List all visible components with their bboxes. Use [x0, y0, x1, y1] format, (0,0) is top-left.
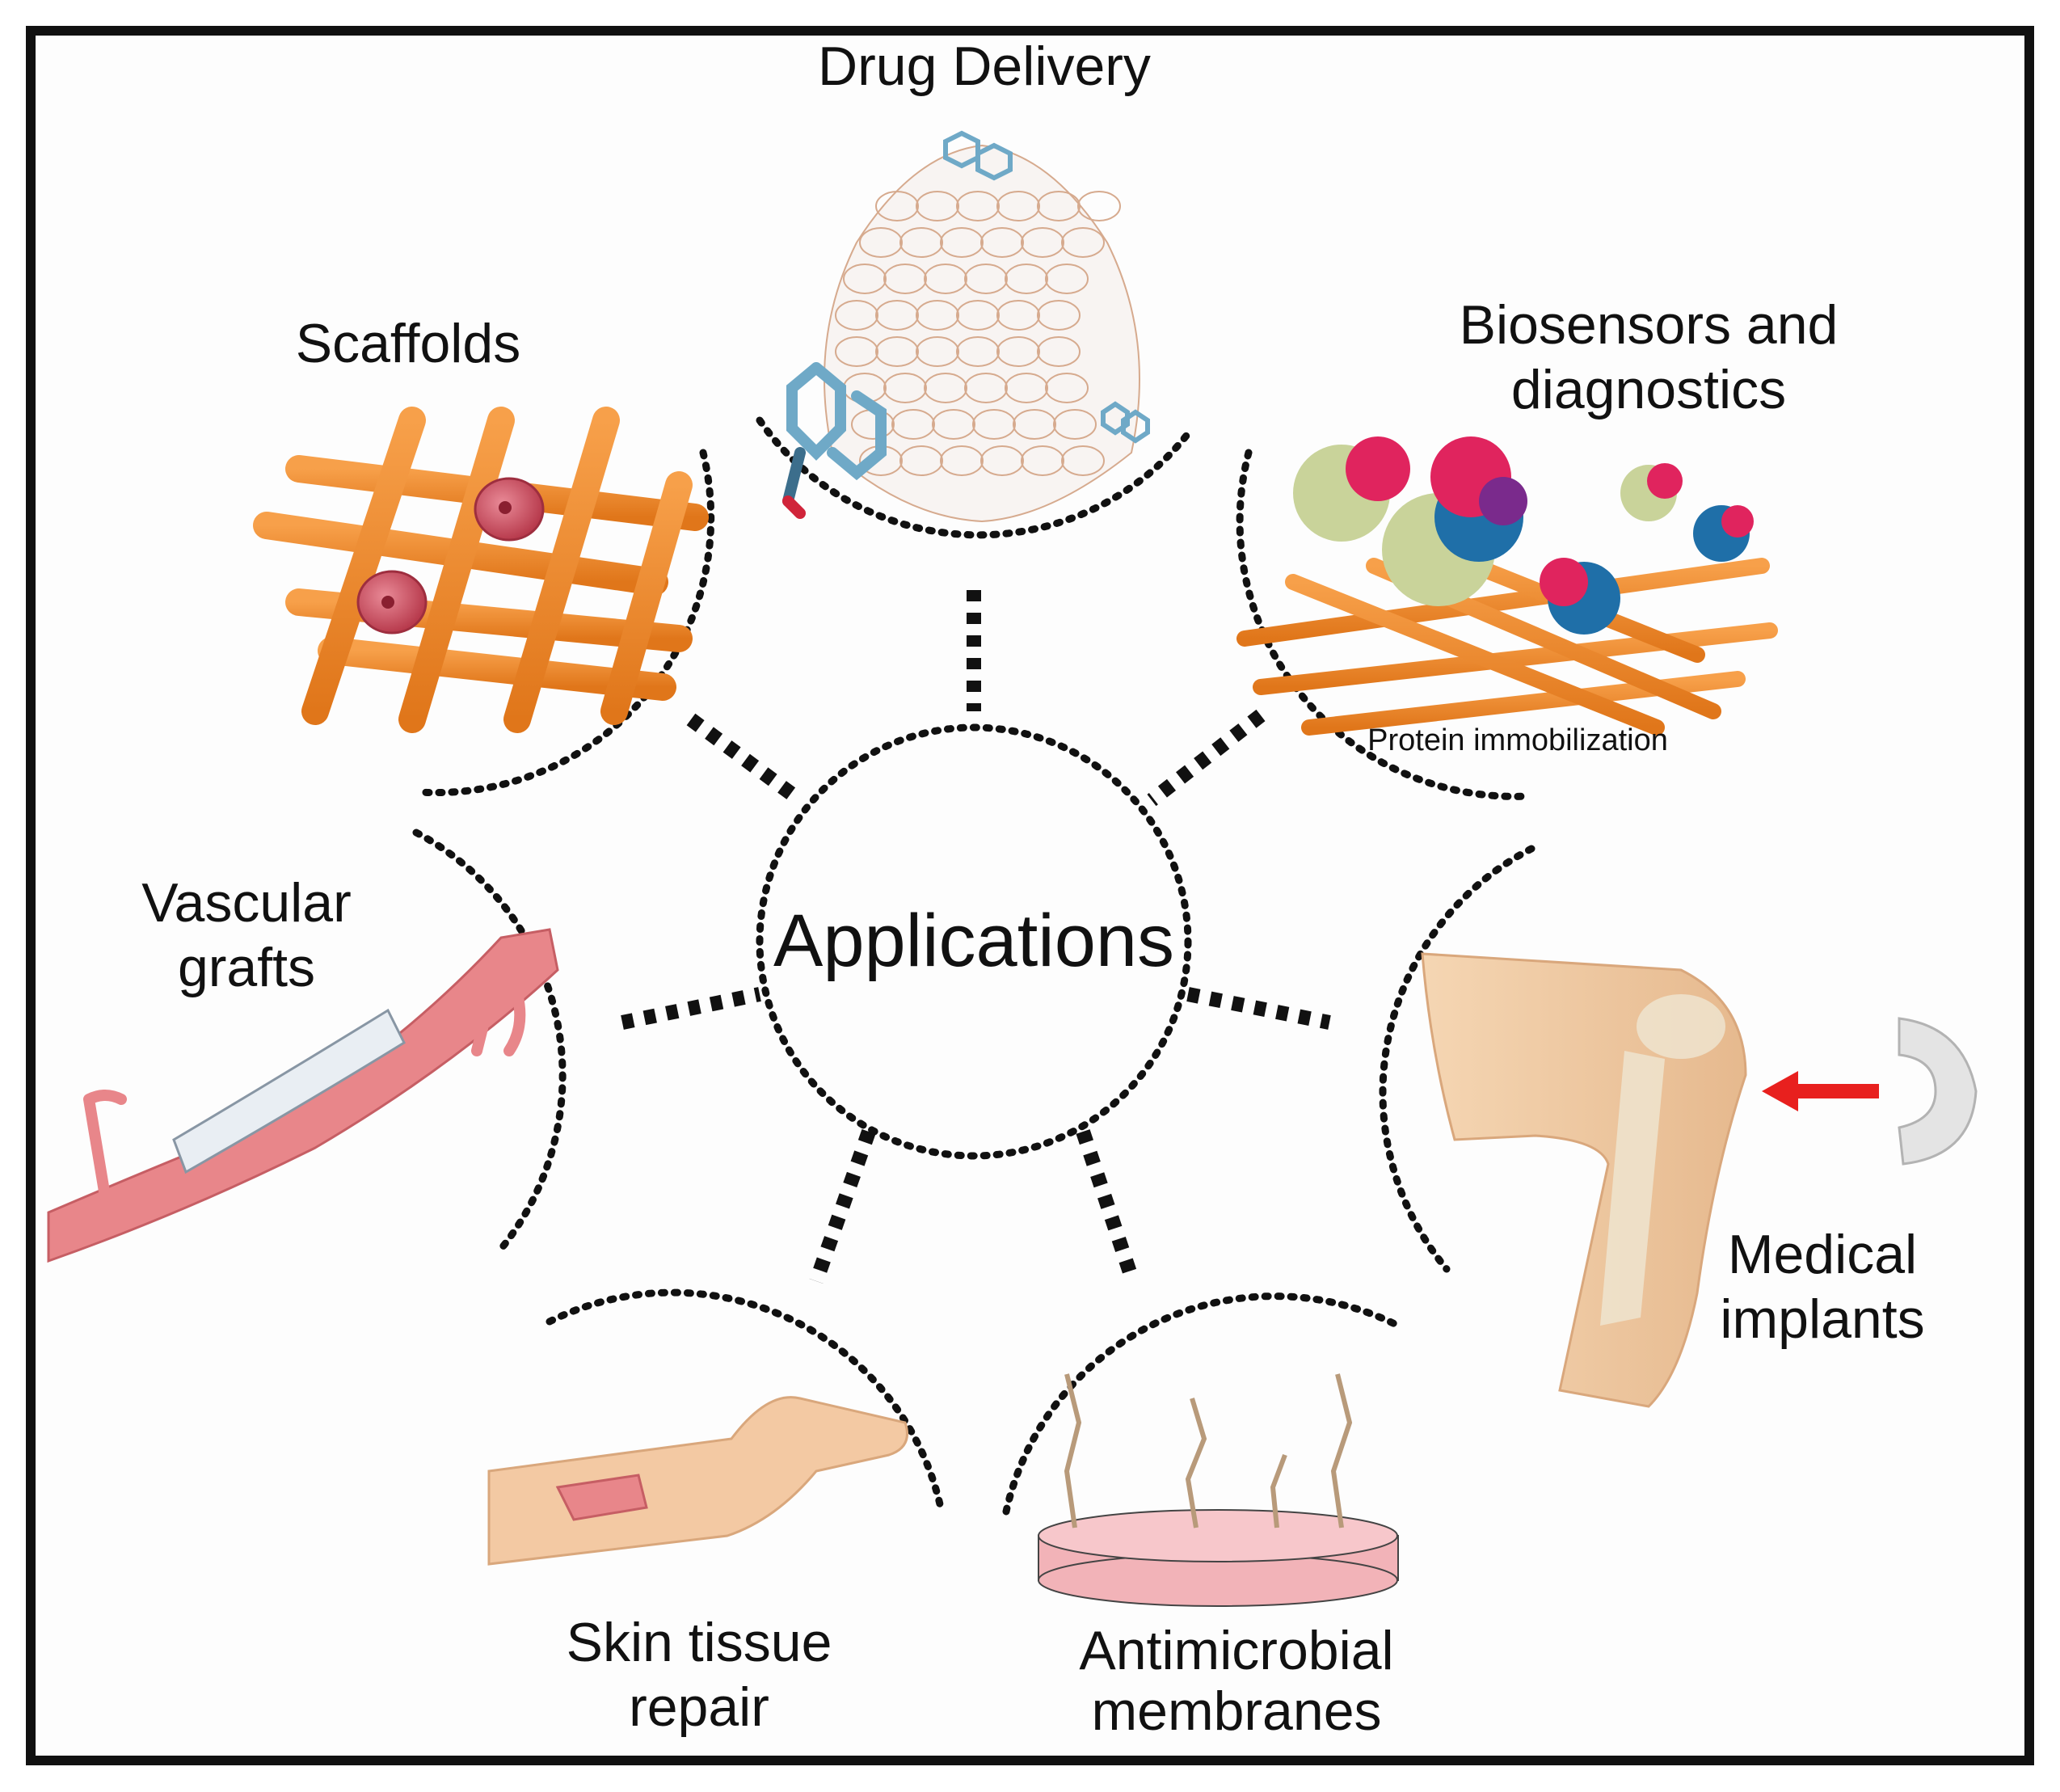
drug-molecule-icon — [782, 362, 887, 519]
node-vascular: Vascular grafts — [47, 829, 567, 1263]
biosensors-caption: Protein immobilization — [1367, 723, 1668, 757]
vascular-label-line1: Vascular — [141, 872, 352, 934]
biosensors-label-line2: diagnostics — [1511, 359, 1786, 420]
vascular-label-line2: grafts — [178, 937, 315, 998]
antimicrobial-arc — [1002, 1292, 1402, 1516]
scaffolds-label: Scaffolds — [296, 313, 520, 374]
node-medical: Medical implants — [1379, 845, 1978, 1408]
liposome-sphere-icon — [824, 144, 1140, 523]
small-molecule-icon — [943, 130, 1150, 444]
node-skin: Skin tissue repair — [487, 1288, 946, 1738]
node-antimicrobial: Antimicrobial membranes — [1002, 1292, 1402, 1742]
membrane-disk-icon — [1038, 1509, 1399, 1607]
arm-icon — [487, 1396, 908, 1566]
connector-scaffolds — [686, 713, 805, 807]
antimicrobial-label-line2: membranes — [1091, 1680, 1381, 1742]
skin-label-line2: repair — [629, 1676, 769, 1738]
connector-antimicrobial — [1076, 1129, 1139, 1280]
node-drug-delivery: Drug Delivery — [756, 36, 1196, 539]
connector-biosensors — [1147, 709, 1266, 807]
connector-medical — [1186, 987, 1331, 1030]
arrow-icon — [1762, 1071, 1879, 1111]
cell-icon — [356, 477, 545, 635]
blood-vessel-icon — [47, 928, 559, 1263]
biosensors-label-line1: Biosensors and — [1460, 294, 1839, 356]
protein-icon — [1293, 436, 1754, 635]
node-scaffolds: Scaffolds — [253, 313, 715, 797]
vascular-arc — [412, 829, 567, 1253]
biosensors-arc — [1236, 449, 1531, 800]
center-circle — [756, 723, 1192, 1160]
skin-label-line1: Skin tissue — [567, 1612, 832, 1673]
protein-mesh-icon — [1236, 550, 1778, 736]
medical-arc — [1379, 845, 1536, 1273]
knee-icon — [1421, 952, 1747, 1408]
node-biosensors: Biosensors and diagnostics Protein immob… — [1236, 294, 1839, 800]
connector-vascular — [621, 987, 761, 1030]
center-label: Applications — [773, 900, 1174, 982]
implant-icon — [1898, 1017, 1978, 1166]
drug-delivery-label: Drug Delivery — [818, 36, 1151, 97]
skin-arc — [546, 1288, 946, 1516]
molecule-chain-icon — [1064, 1373, 1353, 1528]
connector-skin — [809, 1129, 876, 1284]
drug-delivery-arc — [756, 416, 1196, 539]
medical-label-line2: implants — [1720, 1288, 1924, 1350]
antimicrobial-label-line1: Antimicrobial — [1079, 1620, 1393, 1681]
connectors — [621, 590, 1331, 1284]
medical-label-line1: Medical — [1728, 1224, 1917, 1285]
